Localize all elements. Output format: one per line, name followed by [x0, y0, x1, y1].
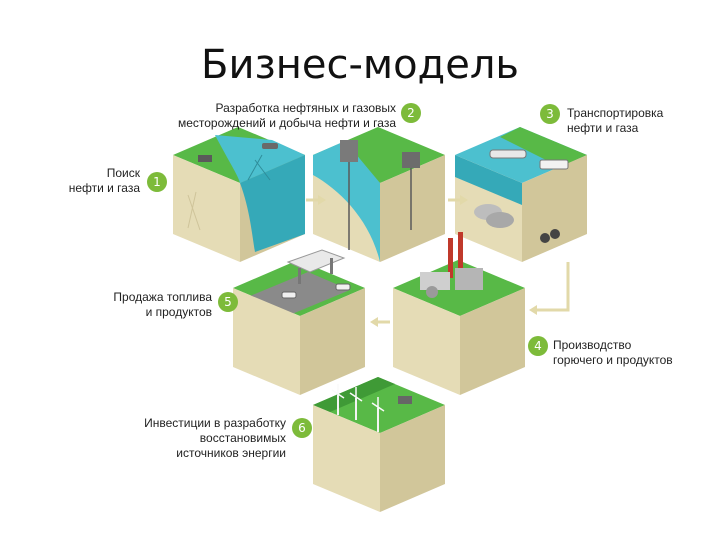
step-5-badge: 5 [218, 292, 238, 312]
arrowhead-4-5 [370, 317, 378, 327]
step-3-badge: 3 [540, 104, 560, 124]
step-2-badge: 2 [401, 103, 421, 123]
arrow-3-4 [535, 262, 570, 312]
arrowhead-2-3 [460, 195, 468, 205]
block-retail [233, 249, 365, 395]
block-exploration [173, 127, 305, 262]
step-4-badge: 4 [528, 336, 548, 356]
arrowhead-1-2 [318, 195, 326, 205]
step-1-badge: 1 [147, 172, 167, 192]
block-production [313, 127, 445, 262]
block-transport [455, 127, 587, 262]
arrowhead-3-4 [529, 305, 537, 315]
page-title: Бизнес-модель [201, 42, 519, 88]
block-renewables [313, 377, 445, 512]
flow-arrows [306, 198, 570, 324]
block-refining [393, 232, 525, 395]
step-6-badge: 6 [292, 418, 312, 438]
